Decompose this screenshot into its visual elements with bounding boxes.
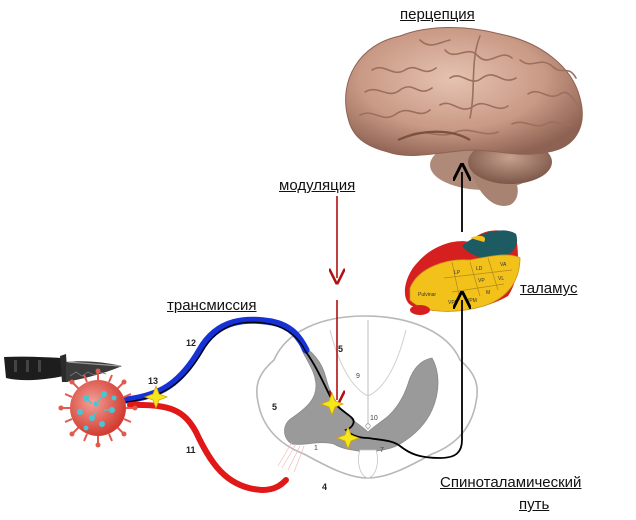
label-spinothalamic-line2: путь (519, 496, 549, 514)
label-perception: перцепция (400, 6, 475, 24)
thalamus-nucleus-LP: LP (454, 270, 461, 276)
label-thalamus: таламус (520, 280, 577, 298)
label-5-left: 5 (272, 402, 277, 412)
spinal-cord-section: 5 9 10 5 1 7 4 (257, 316, 477, 492)
thalamus-nucleus-VPM: VPM (466, 298, 477, 304)
virus-icon (59, 369, 138, 448)
thalamus-nucleus-VP: VP (478, 278, 485, 284)
label-11: 11 (186, 445, 196, 455)
label-12: 12 (186, 338, 196, 348)
knife-icon (4, 354, 122, 382)
label-4: 4 (322, 482, 327, 492)
label-transmission: трансмиссия (167, 297, 257, 315)
label-10: 10 (370, 415, 378, 422)
thalamus-nucleus-pulvinar: Pulvinar (418, 292, 436, 298)
thalamus-nucleus-VL: VL (498, 276, 504, 282)
thalamus-nucleus-VPL: VPL (448, 300, 458, 306)
thalamus-nucleus-VA: VA (500, 262, 507, 268)
label-9: 9 (356, 373, 360, 380)
thalamus-nucleus-M: M (486, 290, 490, 296)
label-modulation: модуляция (279, 177, 355, 195)
label-1: 1 (314, 445, 318, 452)
thalamus-nucleus-LD: LD (476, 266, 483, 272)
brain-image (346, 28, 583, 206)
label-spinothalamic-line1: Спиноталамический (440, 474, 581, 492)
label-5-top: 5 (338, 344, 343, 354)
label-7: 7 (380, 447, 384, 454)
label-13: 13 (148, 376, 158, 386)
